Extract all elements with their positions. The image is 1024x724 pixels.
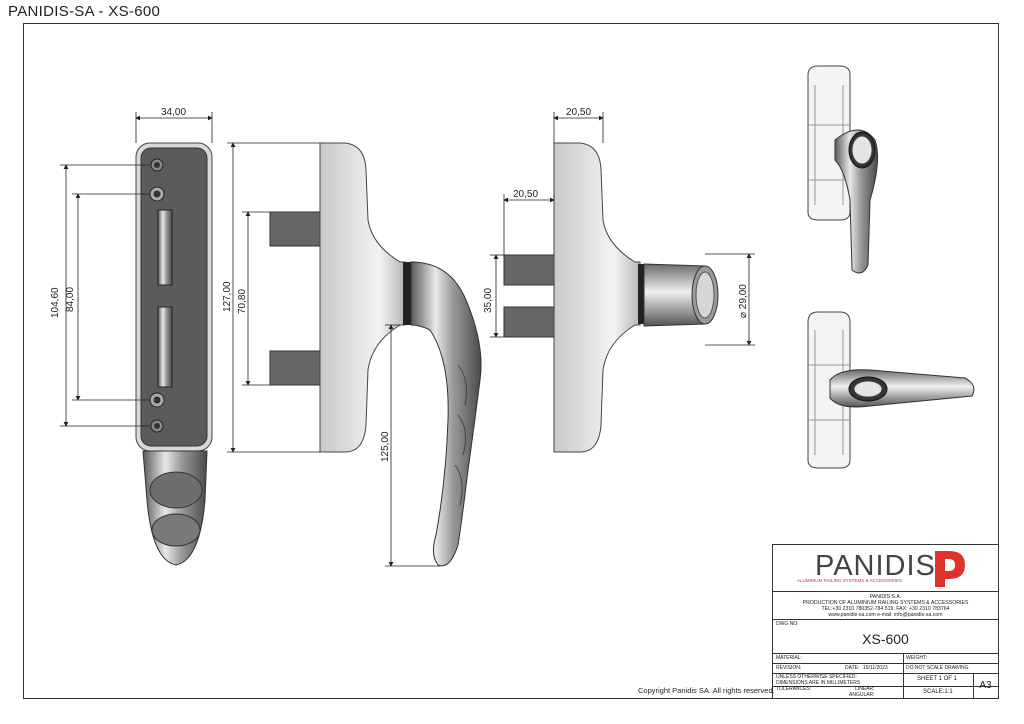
no-scale-note: DO NOT SCALE DRAWING [906,665,969,671]
brand-logo-text: PANIDIS [815,550,936,582]
dim-outer-holes: 104,60 [50,287,61,318]
logo-area: PANIDIS ALUMINIUM RAILING SYSTEMS & ACCE… [773,545,998,592]
material-row: MATERIAL: WEIGHT: [773,653,998,664]
scale-value: SCALE:1:1 [923,689,953,695]
copyright-notice: Copyright Panidis SA. All rights reserve… [638,686,775,695]
dwg-no-label: DWG NO: [776,621,799,627]
dim-side-depth-left: 20,50 [513,189,538,200]
dim-inner-holes: 84,00 [65,287,76,312]
company-line: www.panidis-sa.com e-mail: info@panidis-… [828,612,943,618]
company-info: PANIDIS S.A. PRODUCTION OF ALUMINIUM RAI… [773,592,998,620]
date-value: 15/11/2023 [863,665,888,671]
revision-label: REVISION: [776,665,802,671]
dwg-no-value: XS-600 [862,631,909,647]
front-view [135,142,213,566]
dim-plate-width: 34,00 [161,107,186,118]
brand-tagline: ALUMINIUM RAILING SYSTEMS & ACCESSORIES [797,578,903,583]
dimension-labels: 34,00 104,60 84,00 127,00 70,80 125,00 2… [50,107,749,462]
panidis-logo-icon [935,551,965,587]
side-view-handle [269,142,482,567]
dim-spindle-gap: 35,00 [483,288,494,313]
drawing-number-box: DWG NO: XS-600 [773,619,998,654]
drawing-frame [23,23,999,699]
dim-handle-length: 125,00 [380,431,391,462]
dimension-lines [60,112,755,567]
screw-holes [149,158,165,433]
tolerance-types: LINEAR:ANGULAR: [849,686,875,698]
sheet-size: A3 [979,680,992,691]
iso-view-horizontal [807,311,975,469]
company-line: TEL:+30 2310 780352-784 519, FAX: +30 23… [821,606,950,612]
title-block: PANIDIS ALUMINIUM RAILING SYSTEMS & ACCE… [772,544,999,699]
tolerances-row: TOLERANCES: LINEAR:ANGULAR: SCALE:1:1 [773,686,998,698]
material-label: MATERIAL: [776,655,803,661]
weight-label: WEIGHT: [906,655,927,661]
units-row: UNLESS OTHERWISE SPECIFIED:DIMENSIONS AR… [773,673,998,687]
dim-knob-diameter: ⌀ 29,00 [738,284,749,318]
tolerances-label: TOLERANCES: [776,686,812,692]
units-note: UNLESS OTHERWISE SPECIFIED:DIMENSIONS AR… [776,674,861,686]
dim-side-depth-top: 20,50 [566,107,591,118]
company-line: PRODUCTION OF ALUMINIUM RAILING SYSTEMS … [802,600,969,606]
dim-total-height: 127,00 [222,281,233,312]
dim-spindle-spacing: 70,80 [237,289,248,314]
company-line: PANIDIS S.A. [869,594,902,600]
sheet-number: SHEET 1 OF 1 [917,676,957,682]
side-view-knob [503,142,719,453]
drawing-title: PANIDIS-SA - XS-600 [8,3,161,20]
date-label: DATE: [845,665,860,671]
revision-row: REVISION: DATE: 15/11/2023 DO NOT SCALE … [773,663,998,674]
iso-view-vertical [807,65,879,274]
